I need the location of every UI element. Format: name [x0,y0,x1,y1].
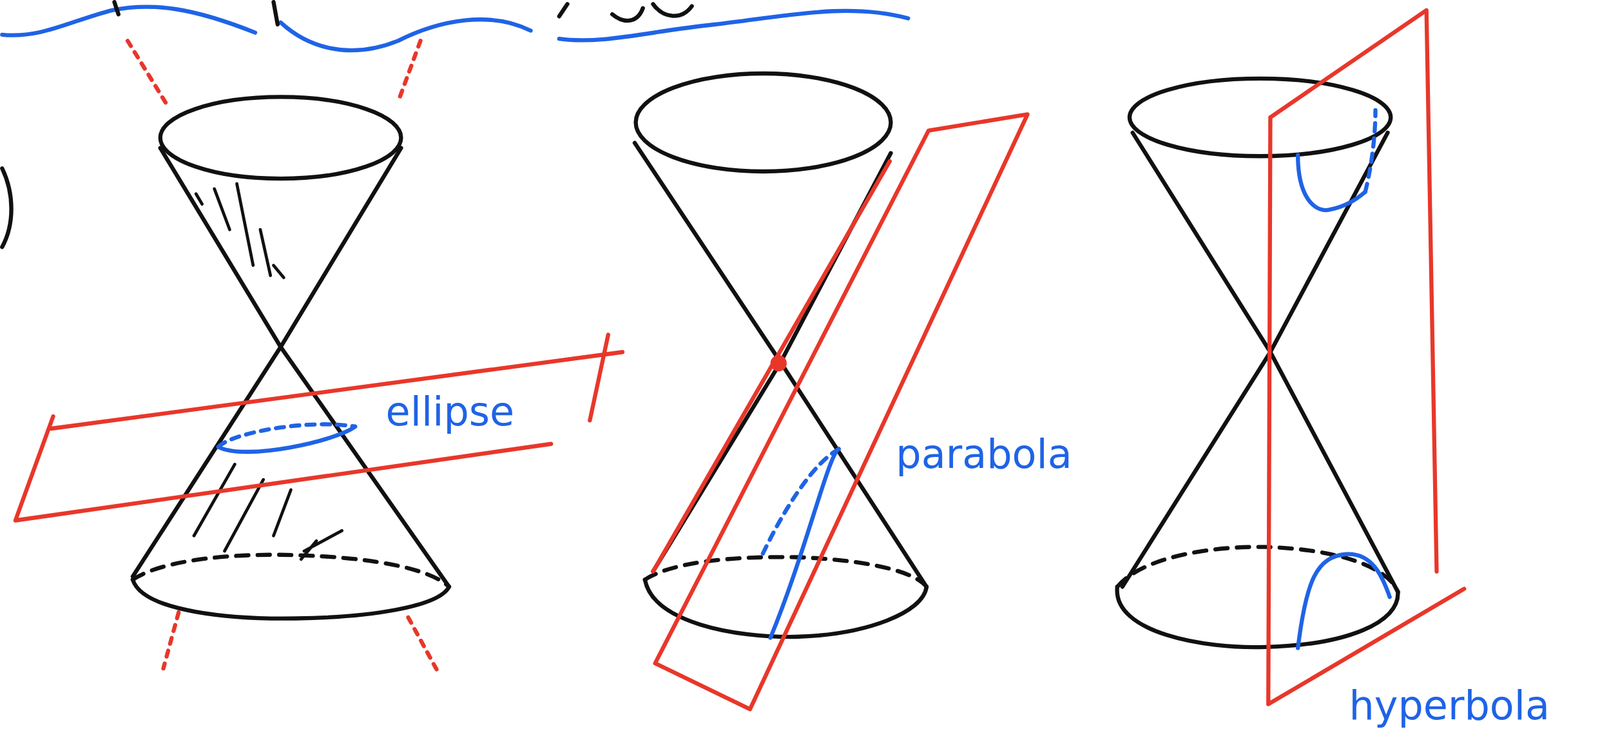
plane-contact-line [653,161,890,572]
cutting-plane [653,114,1028,709]
double-cone [1117,78,1399,647]
cone-rim [1129,78,1391,156]
hyperbola-curve [1297,155,1366,211]
cutting-plane [1268,10,1465,705]
cutting-plane [15,334,623,521]
cone-rim-hidden [132,554,450,588]
cone-side [1122,132,1398,593]
cone-rim-hidden [645,556,927,587]
cut-handwriting [1,168,11,247]
cone-rim [1117,586,1399,647]
cutting-plane [1268,10,1465,705]
conic-label: hyperbola [1348,681,1550,730]
ellipse-curve [218,426,356,452]
wavy-underline [280,19,531,51]
double-cone [132,96,450,618]
extension-line [127,40,439,674]
wavy-underline [1,7,256,36]
cut-handwriting [612,3,692,21]
cut-handwriting [1,1,692,247]
cone-side [634,143,927,588]
parabola-curve [760,449,839,638]
cutting-plane [655,114,1028,709]
shading-stroke [195,183,284,278]
ellipse-curve-hidden [218,424,356,447]
cone-side [132,148,450,588]
cutting-plane [15,334,623,521]
cone-rim [160,96,402,179]
hyperbola-curve-hidden [1365,110,1376,193]
ellipse-curve [218,424,356,452]
parabola-curve [770,449,839,638]
parabola-curve-hidden [760,449,839,560]
cut-handwriting [559,3,568,17]
apex-dot [772,356,785,370]
hyperbola-curve [1297,110,1390,648]
extension-line [127,40,439,674]
wavy-underline [1,7,908,51]
conic-label: ellipse [385,387,515,436]
cut-handwriting [273,1,278,25]
conic-label: parabola [895,430,1072,479]
cone-rim [636,73,892,172]
cut-handwriting [114,1,119,15]
hyperbola-curve [1297,554,1390,649]
double-cone [634,73,927,637]
